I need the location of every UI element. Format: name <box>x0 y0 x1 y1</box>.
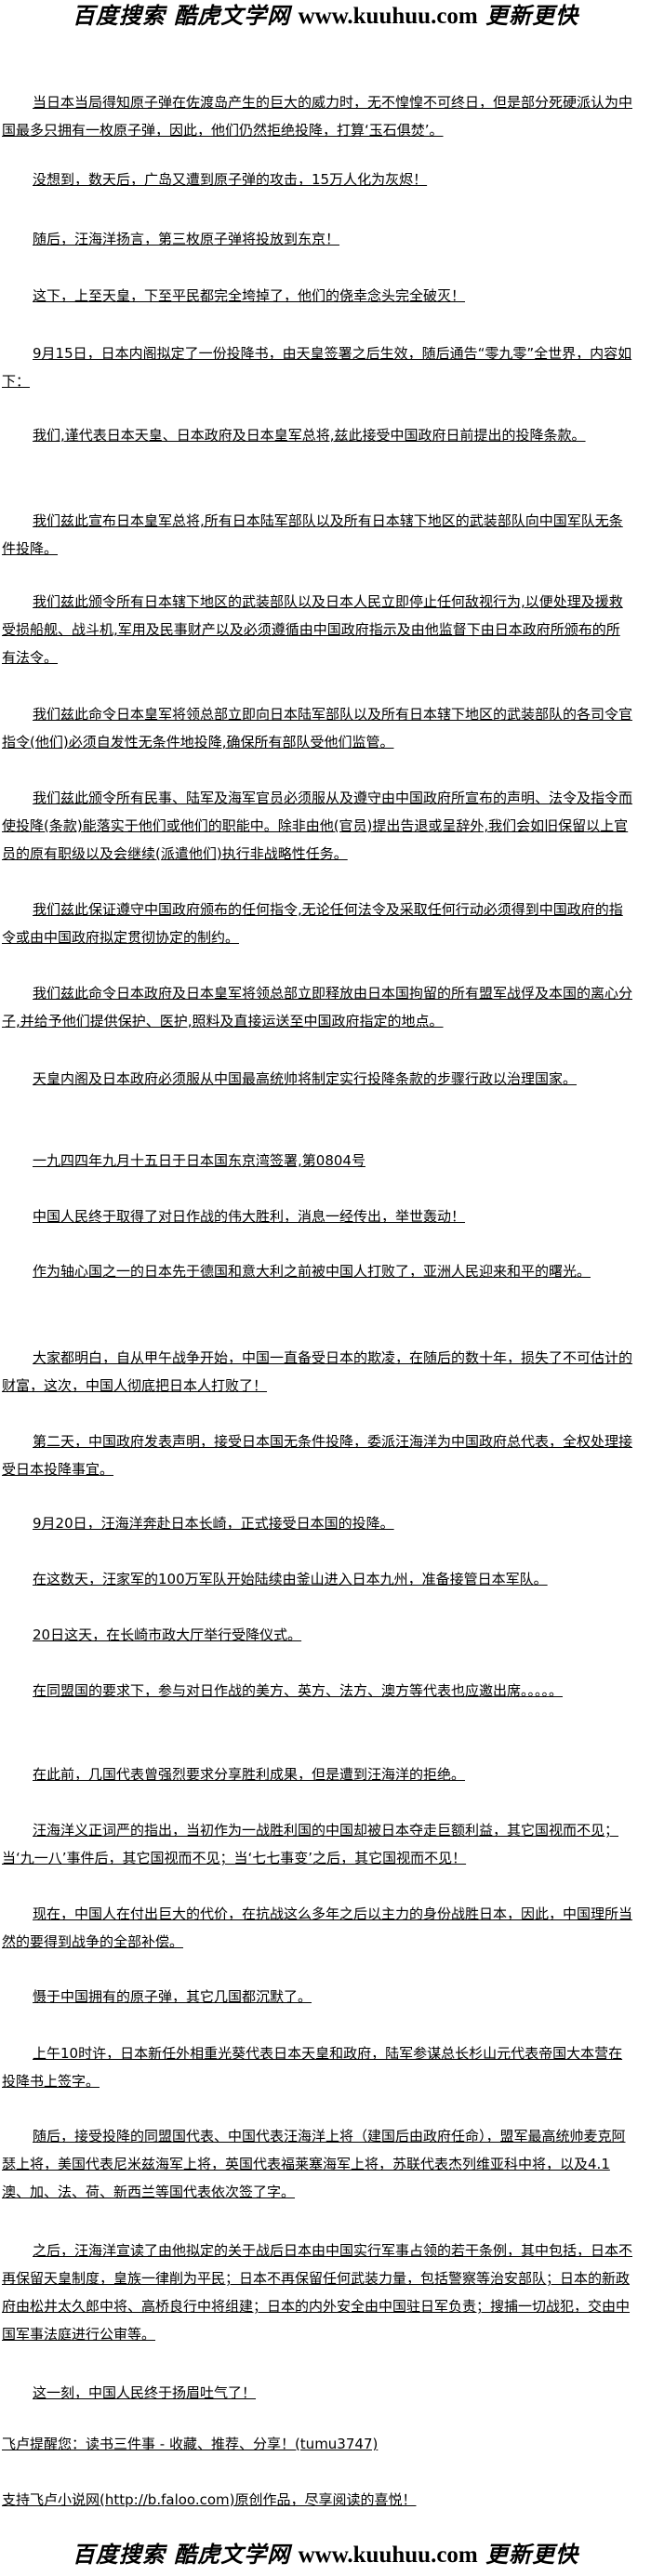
banner-site-name: 百度搜索 酷虎文学网 <box>72 2 291 29</box>
paragraph: 汪海洋义正词严的指出，当初作为一战胜利国的中国却被日本夺走巨额利益，其它国视而不… <box>2 1822 619 1866</box>
banner-slogan: 更新更快 <box>485 2 579 29</box>
banner-url[interactable]: www.kuuhuu.com <box>298 2543 478 2568</box>
paragraph: 慑于中国拥有的原子弹，其它几国都沉默了。 <box>33 1988 312 2005</box>
banner-slogan: 更新更快 <box>485 2541 579 2568</box>
site-banner-bottom[interactable]: 百度搜索 酷虎文学网 www.kuuhuu.com 更新更快 <box>0 2541 651 2569</box>
paragraph: 当日本当局得知原子弹在佐渡岛产生的巨大的威力时，无不惶惶不可终日，但是部分死硬派… <box>2 94 633 139</box>
banner-url[interactable]: www.kuuhuu.com <box>298 4 478 29</box>
site-banner-top[interactable]: 百度搜索 酷虎文学网 www.kuuhuu.com 更新更快 <box>0 2 651 31</box>
support-link[interactable]: 支持飞卢小说网(http://b.faloo.com)原创作品，尽享阅读的喜悦！ <box>2 2491 417 2508</box>
paragraph: 在同盟国的要求下，参与对日作战的美方、英方、法方、澳方等代表也应邀出席。。。。。 <box>33 1682 564 1699</box>
paragraph: 作为轴心国之一的日本先于德国和意大利之前被中国人打败了，亚洲人民迎来和平的曙光。 <box>33 1263 591 1280</box>
paragraph: 之后，汪海洋宣读了由他拟定的关于战后日本由中国实行军事占领的若干条例，其中包括，… <box>2 2242 633 2343</box>
paragraph: 中国人民终于取得了对日作战的伟大胜利，消息一经传出，举世轰动！ <box>33 1208 466 1225</box>
paragraph: 我们兹此命令日本政府及日本皇军将领总部立即释放由日本国拘留的所有盟军战俘及本国的… <box>2 985 633 1029</box>
reminder-note: 飞卢提醒您：读书三件事 - 收藏、推荐、分享！(tumu3747) <box>2 2436 379 2452</box>
banner-site-name: 百度搜索 酷虎文学网 <box>72 2541 291 2568</box>
paragraph: 这一刻，中国人民终于扬眉吐气了！ <box>33 2384 257 2401</box>
paragraph: 20日这天，在长崎市政大厅举行受降仪式。 <box>33 1627 302 1643</box>
paragraph: 我们兹此命令日本皇军将领总部立即向日本陆军部队以及所有日本辖下地区的武装部队的各… <box>2 706 633 750</box>
paragraph: 随后，汪海洋扬言，第三枚原子弹将投放到东京！ <box>33 231 340 247</box>
paragraph: 现在，中国人在付出巨大的代价，在抗战这么多年之后以主力的身份战胜日本，因此，中国… <box>2 1905 633 1950</box>
paragraph: 天皇内阁及日本政府必须服从中国最高统帅将制定实行投降条款的步骤行政以治理国家。 <box>33 1070 578 1087</box>
paragraph: 在这数天，汪家军的100万军队开始陆续由釜山进入日本九州，准备接管日本军队。 <box>33 1571 548 1587</box>
paragraph: 在此前，几国代表曾强烈要求分享胜利成果，但是遭到汪海洋的拒绝。 <box>33 1766 466 1783</box>
paragraph: 9月15日，日本内阁拟定了一份投降书，由天皇签署之后生效，随后通告“零九零”全世… <box>2 345 632 390</box>
paragraph: 没想到，数天后，广岛又遭到原子弹的攻击，15万人化为灰烬！ <box>33 171 428 188</box>
paragraph: 我们,谨代表日本天皇、日本政府及日本皇军总将,兹此接受中国政府日前提出的投降条款… <box>33 427 586 444</box>
paragraph: 随后，接受投降的同盟国代表、中国代表汪海洋上将（建国后由政府任命），盟军最高统帅… <box>2 2128 626 2200</box>
paragraph: 第二天，中国政府发表声明，接受日本国无条件投降，委派汪海洋为中国政府总代表，全权… <box>2 1433 633 1478</box>
paragraph: 大家都明白，自从甲午战争开始，中国一直备受日本的欺凌，在随后的数十年，损失了不可… <box>2 1349 633 1394</box>
paragraph: 我们兹此宣布日本皇军总将,所有日本陆军部队以及所有日本辖下地区的武装部队向中国军… <box>2 512 623 557</box>
paragraph: 我们兹此颁令所有日本辖下地区的武装部队以及日本人民立即停止任何敌视行为,以便处理… <box>2 593 623 666</box>
paragraph: 9月20日，汪海洋奔赴日本长崎，正式接受日本国的投降。 <box>33 1515 394 1532</box>
paragraph: 我们兹此颁令所有民事、陆军及海军官员必须服从及遵守由中国政府所宣布的声明、法令及… <box>2 790 633 862</box>
paragraph: 这下，上至天皇，下至平民都完全垮掉了，他们的侥幸念头完全破灭！ <box>33 287 466 304</box>
paragraph: 上午10时许，日本新任外相重光葵代表日本天皇和政府，陆军参谋总长杉山元代表帝国大… <box>2 2045 623 2090</box>
paragraph: 我们兹此保证遵守中国政府颁布的任何指令,无论任何法令及采取任何行动必须得到中国政… <box>2 901 623 946</box>
signature-line: 一九四四年九月十五日于日本国东京湾签署,第0804号 <box>33 1152 365 1169</box>
